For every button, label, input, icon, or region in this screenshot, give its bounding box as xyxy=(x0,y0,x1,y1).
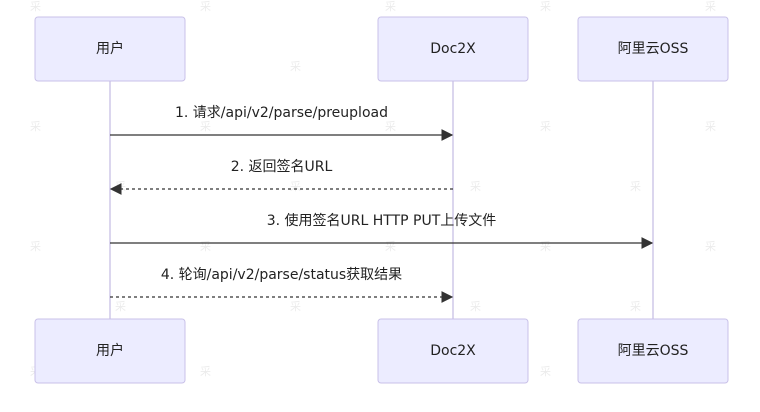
message-4: 4. 轮询/api/v2/parse/status获取结果 xyxy=(110,267,454,303)
actor-user-bottom: 用户 xyxy=(34,318,186,384)
watermark-glyph: 采 xyxy=(115,180,126,193)
watermark-glyph: 采 xyxy=(30,120,41,133)
watermark-glyph: 采 xyxy=(200,120,211,133)
watermark-glyph: 采 xyxy=(540,240,551,253)
watermark-glyph: 采 xyxy=(630,180,641,193)
watermark-glyph: 采 xyxy=(290,180,301,193)
watermark-glyph: 采 xyxy=(630,300,641,313)
watermark-glyph: 采 xyxy=(385,0,396,13)
actor-box xyxy=(34,318,186,384)
watermark-glyph: 采 xyxy=(385,120,396,133)
watermark-glyph: 采 xyxy=(705,120,716,133)
actor-box xyxy=(577,16,729,82)
actor-label: Doc2X xyxy=(430,41,476,57)
watermark-glyph: 采 xyxy=(290,60,301,73)
actor-label: 阿里云OSS xyxy=(618,343,689,359)
watermark-glyph: 采 xyxy=(540,0,551,13)
watermark-glyph: 采 xyxy=(30,240,41,253)
watermark-glyph: 采 xyxy=(470,300,481,313)
watermark-glyph: 采 xyxy=(705,0,716,13)
actor-label: 阿里云OSS xyxy=(618,41,689,57)
watermark-glyph: 采 xyxy=(200,365,211,378)
message-label: 4. 轮询/api/v2/parse/status获取结果 xyxy=(161,267,402,283)
actor-box xyxy=(377,318,529,384)
actor-label: 用户 xyxy=(96,40,124,57)
message-label: 2. 返回签名URL xyxy=(231,158,333,175)
actor-doc2x-bottom: Doc2X xyxy=(377,318,529,384)
messages: 1. 请求/api/v2/parse/preupload 2. 返回签名URL 3.… xyxy=(109,105,654,303)
message-label: 3. 使用签名URL HTTP PUT上传文件 xyxy=(267,212,497,229)
actor-box xyxy=(377,16,529,82)
actors-bottom: 用户 Doc2X 阿里云OSS xyxy=(34,318,729,384)
watermark-glyph: 采 xyxy=(385,240,396,253)
watermark-glyph: 采 xyxy=(30,0,41,13)
actor-doc2x-top: Doc2X xyxy=(377,16,529,82)
watermark-glyph: 采 xyxy=(540,365,551,378)
watermark-glyph: 采 xyxy=(200,240,211,253)
message-1: 1. 请求/api/v2/parse/preupload xyxy=(110,105,454,141)
actor-label: 用户 xyxy=(96,342,124,359)
watermark-glyph: 采 xyxy=(540,120,551,133)
actors-top: 用户 Doc2X 阿里云OSS xyxy=(34,16,729,82)
lifelines xyxy=(109,81,654,319)
message-label: 1. 请求/api/v2/parse/preupload xyxy=(175,105,388,121)
watermark-glyph: 采 xyxy=(290,300,301,313)
watermark-glyph: 采 xyxy=(115,300,126,313)
actor-box xyxy=(577,318,729,384)
watermark-glyph: 采 xyxy=(470,180,481,193)
message-2: 2. 返回签名URL xyxy=(109,158,453,195)
actor-label: Doc2X xyxy=(430,343,476,359)
watermark-glyph: 采 xyxy=(200,0,211,13)
actor-oss-top: 阿里云OSS xyxy=(577,16,729,82)
actor-box xyxy=(34,16,186,82)
message-3: 3. 使用签名URL HTTP PUT上传文件 xyxy=(110,212,654,249)
actor-user-top: 用户 xyxy=(34,16,186,82)
watermark-glyph: 采 xyxy=(705,240,716,253)
actor-oss-bottom: 阿里云OSS xyxy=(577,318,729,384)
